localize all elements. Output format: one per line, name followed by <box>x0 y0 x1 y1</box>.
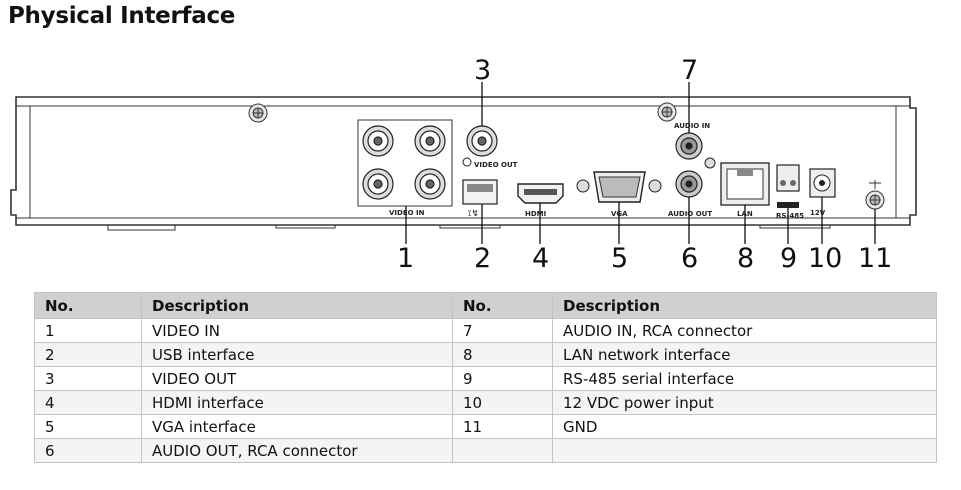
table-row: 2 USB interface 8 LAN network interface <box>34 342 937 367</box>
ground-icon <box>865 180 885 210</box>
table-cell: 9 <box>452 366 553 391</box>
usb-port: ⟟↯ <box>462 179 498 219</box>
table-cell: RS-485 serial interface <box>552 366 937 391</box>
rca-connector-icon <box>675 170 703 198</box>
callout-9: 9 <box>780 243 797 274</box>
callout-4: 4 <box>532 243 549 274</box>
rs485-label: RS-485 <box>776 212 804 220</box>
chassis-outline <box>10 96 917 231</box>
callout-leaders <box>405 82 876 244</box>
table-row: 1 VIDEO IN 7 AUDIO IN, RCA connector <box>34 318 937 343</box>
callout-10: 10 <box>808 243 842 274</box>
table-cell: HDMI interface <box>141 390 453 415</box>
usb-icon: ⟟↯ <box>468 209 479 219</box>
table-cell: AUDIO OUT, RCA connector <box>141 438 453 463</box>
callout-5: 5 <box>611 243 628 274</box>
callout-3: 3 <box>474 55 491 86</box>
table-cell: GND <box>552 414 937 439</box>
callout-1: 1 <box>397 243 414 274</box>
screw-icon <box>248 103 268 123</box>
power-label: 12V <box>810 209 826 217</box>
audio-in-port: AUDIO IN <box>674 122 716 169</box>
table-cell: 6 <box>34 438 142 463</box>
audio-out-label: AUDIO OUT <box>668 210 712 218</box>
callout-2: 2 <box>474 243 491 274</box>
table-cell: VGA interface <box>141 414 453 439</box>
callout-7: 7 <box>681 55 698 86</box>
table-header-row: No. Description No. Description <box>34 292 937 319</box>
table-cell: AUDIO IN, RCA connector <box>552 318 937 343</box>
column-header: No. <box>452 292 553 319</box>
hdmi-label: HDMI <box>525 210 546 218</box>
table-cell: 7 <box>452 318 553 343</box>
table-cell: 10 <box>452 390 553 415</box>
table-cell: VIDEO IN <box>141 318 453 343</box>
callout-8: 8 <box>737 243 754 274</box>
table-cell: LAN network interface <box>552 342 937 367</box>
table-row: 6 AUDIO OUT, RCA connector <box>34 438 937 463</box>
audio-out-port: AUDIO OUT <box>668 170 712 218</box>
table-row: 5 VGA interface 11 GND <box>34 414 937 439</box>
page-title: Physical Interface <box>8 3 236 29</box>
table-cell: 2 <box>34 342 142 367</box>
table-cell: VIDEO OUT <box>141 366 453 391</box>
table-cell: 11 <box>452 414 553 439</box>
bnc-connector-icon <box>466 125 498 157</box>
video-in-label: VIDEO IN <box>389 209 425 217</box>
callout-11: 11 <box>858 243 892 274</box>
bnc-connector-icon <box>362 125 446 200</box>
table-cell: 12 VDC power input <box>552 390 937 415</box>
table-cell <box>452 438 553 463</box>
callout-6: 6 <box>681 243 698 274</box>
power-port: 12V <box>809 168 836 217</box>
lan-port: LAN <box>720 162 770 218</box>
vga-port: VGA <box>576 171 662 218</box>
column-header: Description <box>141 292 453 319</box>
interface-table: No. Description No. Description 1 VIDEO … <box>34 292 937 463</box>
hdmi-port: HDMI <box>517 183 564 218</box>
column-header: Description <box>552 292 937 319</box>
table-cell: 1 <box>34 318 142 343</box>
table-cell <box>552 438 937 463</box>
screw-icon <box>657 102 677 122</box>
video-out-port: VIDEO OUT <box>462 125 518 169</box>
column-header: No. <box>34 292 142 319</box>
table-cell: 4 <box>34 390 142 415</box>
table-cell: USB interface <box>141 342 453 367</box>
rear-panel-diagram: VIDEO IN VIDEO OUT ⟟↯ HDMI VGA AUDIO IN <box>10 55 917 274</box>
table-row: 4 HDMI interface 10 12 VDC power input <box>34 390 937 415</box>
video-out-label: VIDEO OUT <box>474 161 518 169</box>
rs485-port: RS-485 <box>776 164 804 220</box>
rca-connector-icon <box>675 132 703 160</box>
table-cell: 8 <box>452 342 553 367</box>
table-cell: 5 <box>34 414 142 439</box>
video-in-port-group: VIDEO IN <box>357 119 453 217</box>
table-cell: 3 <box>34 366 142 391</box>
table-row: 3 VIDEO OUT 9 RS-485 serial interface <box>34 366 937 391</box>
audio-in-label: AUDIO IN <box>674 122 710 130</box>
